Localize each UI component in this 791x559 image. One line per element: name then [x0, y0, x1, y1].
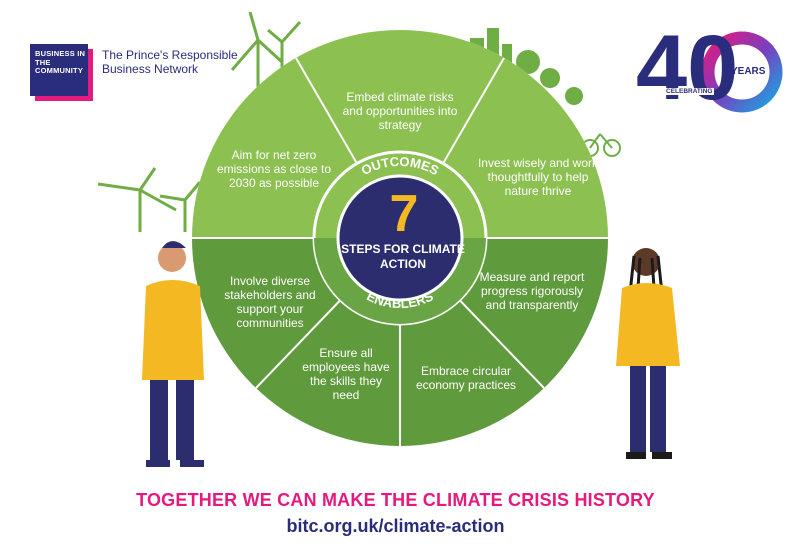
outcome-net-zero: Aim for net zero emissions as close to 2…	[216, 148, 332, 190]
bitc-logo-name: BUSINESS IN THE COMMUNITY	[35, 49, 86, 75]
person-right-icon	[616, 248, 680, 459]
person-left-icon	[142, 241, 204, 467]
tagline: TOGETHER WE CAN MAKE THE CLIMATE CRISIS …	[136, 490, 655, 510]
bitc-logo: BUSINESS IN THE COMMUNITY The Prince's R…	[30, 44, 250, 114]
wind-turbine-left-icon	[97, 167, 202, 232]
website-link[interactable]: bitc.org.uk/climate-action	[286, 516, 505, 536]
outcome-strategy: Embed climate risks and opportunities in…	[342, 90, 458, 132]
anniversary-ring-icon	[701, 31, 783, 113]
outcomes-half	[192, 30, 608, 238]
core-circle	[336, 174, 464, 302]
bitc-logo-mark: BUSINESS IN THE COMMUNITY	[30, 44, 88, 96]
enabler-circular: Embrace circular economy practices	[415, 364, 517, 392]
anniversary-suffix: YEARS	[731, 66, 766, 77]
outcome-nature: Invest wisely and work thoughtfully to h…	[477, 156, 599, 198]
enabler-skills: Ensure all employees have the skills the…	[302, 346, 390, 402]
anniversary-prefix: CELEBRATING	[664, 88, 715, 95]
core-number: 7	[389, 185, 419, 243]
climate-steps-wheel: OUTCOMES ENABLERS	[97, 11, 680, 467]
wind-turbine-icon	[230, 11, 302, 90]
anniversary-number: 40	[636, 17, 739, 119]
anniversary-badge: 40 CELEBRATING YEARS	[636, 18, 786, 118]
enablers-label: ENABLERS	[364, 288, 435, 311]
enabler-measure: Measure and report progress rigorously a…	[479, 270, 585, 312]
bitc-logo-subtitle: The Prince's Responsible Business Networ…	[102, 48, 238, 76]
enabler-stakeholders: Involve diverse stakeholders and support…	[224, 274, 316, 330]
core-label: STEPS FOR CLIMATE ACTION	[341, 242, 465, 271]
